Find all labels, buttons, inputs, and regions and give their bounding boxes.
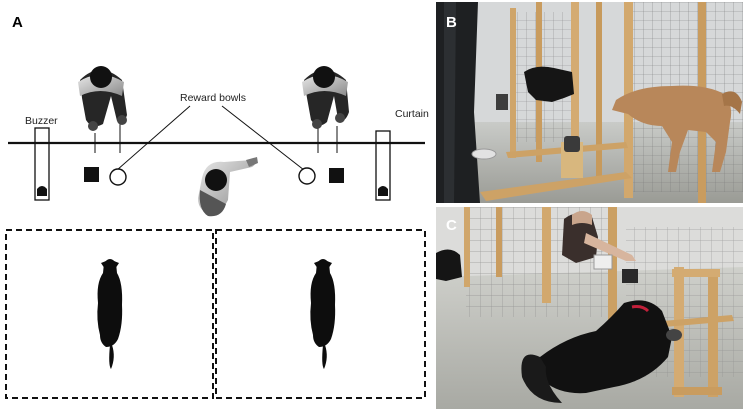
pointer-right-bowl (221, 105, 305, 171)
panel-a-label: A (12, 14, 23, 31)
photo-c-person (562, 213, 598, 263)
experimenter-right (302, 66, 349, 153)
dog-silhouette-left (97, 259, 123, 369)
enclosure-left (5, 229, 214, 399)
experimenter-center-pointing-hand (246, 157, 258, 167)
panel-b-label: B (446, 14, 457, 31)
experimenter-left (78, 66, 127, 153)
photo-b-black-dog (524, 66, 574, 102)
photo-b-tan-dog (612, 85, 732, 172)
reward-bowls-label: Reward bowls (180, 92, 246, 104)
dog-silhouette-right (310, 259, 336, 369)
experimenter-right-hand-a (312, 119, 322, 129)
experimenter-center-head (205, 169, 227, 191)
curtain-label: Curtain (395, 108, 429, 120)
food-box-left (84, 167, 99, 182)
buzzer-right-device (378, 186, 388, 196)
experimenter-right-head (313, 66, 335, 88)
photo-b (436, 2, 743, 203)
buzzer-label: Buzzer (25, 115, 58, 127)
experimenter-center (198, 157, 258, 217)
buzzer-right-frame (375, 130, 391, 201)
photo-c-black-dog (536, 300, 672, 394)
photo-b-curtain (436, 2, 480, 203)
experimenter-center-legs (199, 190, 226, 217)
experimenter-left-hand-b (117, 115, 127, 125)
panel-a: A Buzzer Curtain Reward bowls (5, 14, 429, 399)
food-box-right (329, 168, 344, 183)
panel-c-label: C (446, 217, 457, 234)
panel-b: B (436, 2, 743, 203)
experimenter-left-hand-a (88, 121, 98, 131)
buzzer-right (375, 130, 391, 201)
experimenter-left-head (90, 66, 112, 88)
buzzer-left-frame (34, 127, 50, 201)
enclosure-right (215, 229, 426, 399)
panel-c: C (436, 207, 743, 409)
reward-bowl-right (298, 167, 316, 185)
reward-bowl-left (109, 168, 127, 186)
photo-c (436, 207, 743, 409)
buzzer-left (34, 127, 50, 201)
buzzer-left-device (37, 186, 47, 196)
experimenter-right-hand-b (335, 113, 345, 123)
pointer-left-bowl (116, 105, 191, 171)
